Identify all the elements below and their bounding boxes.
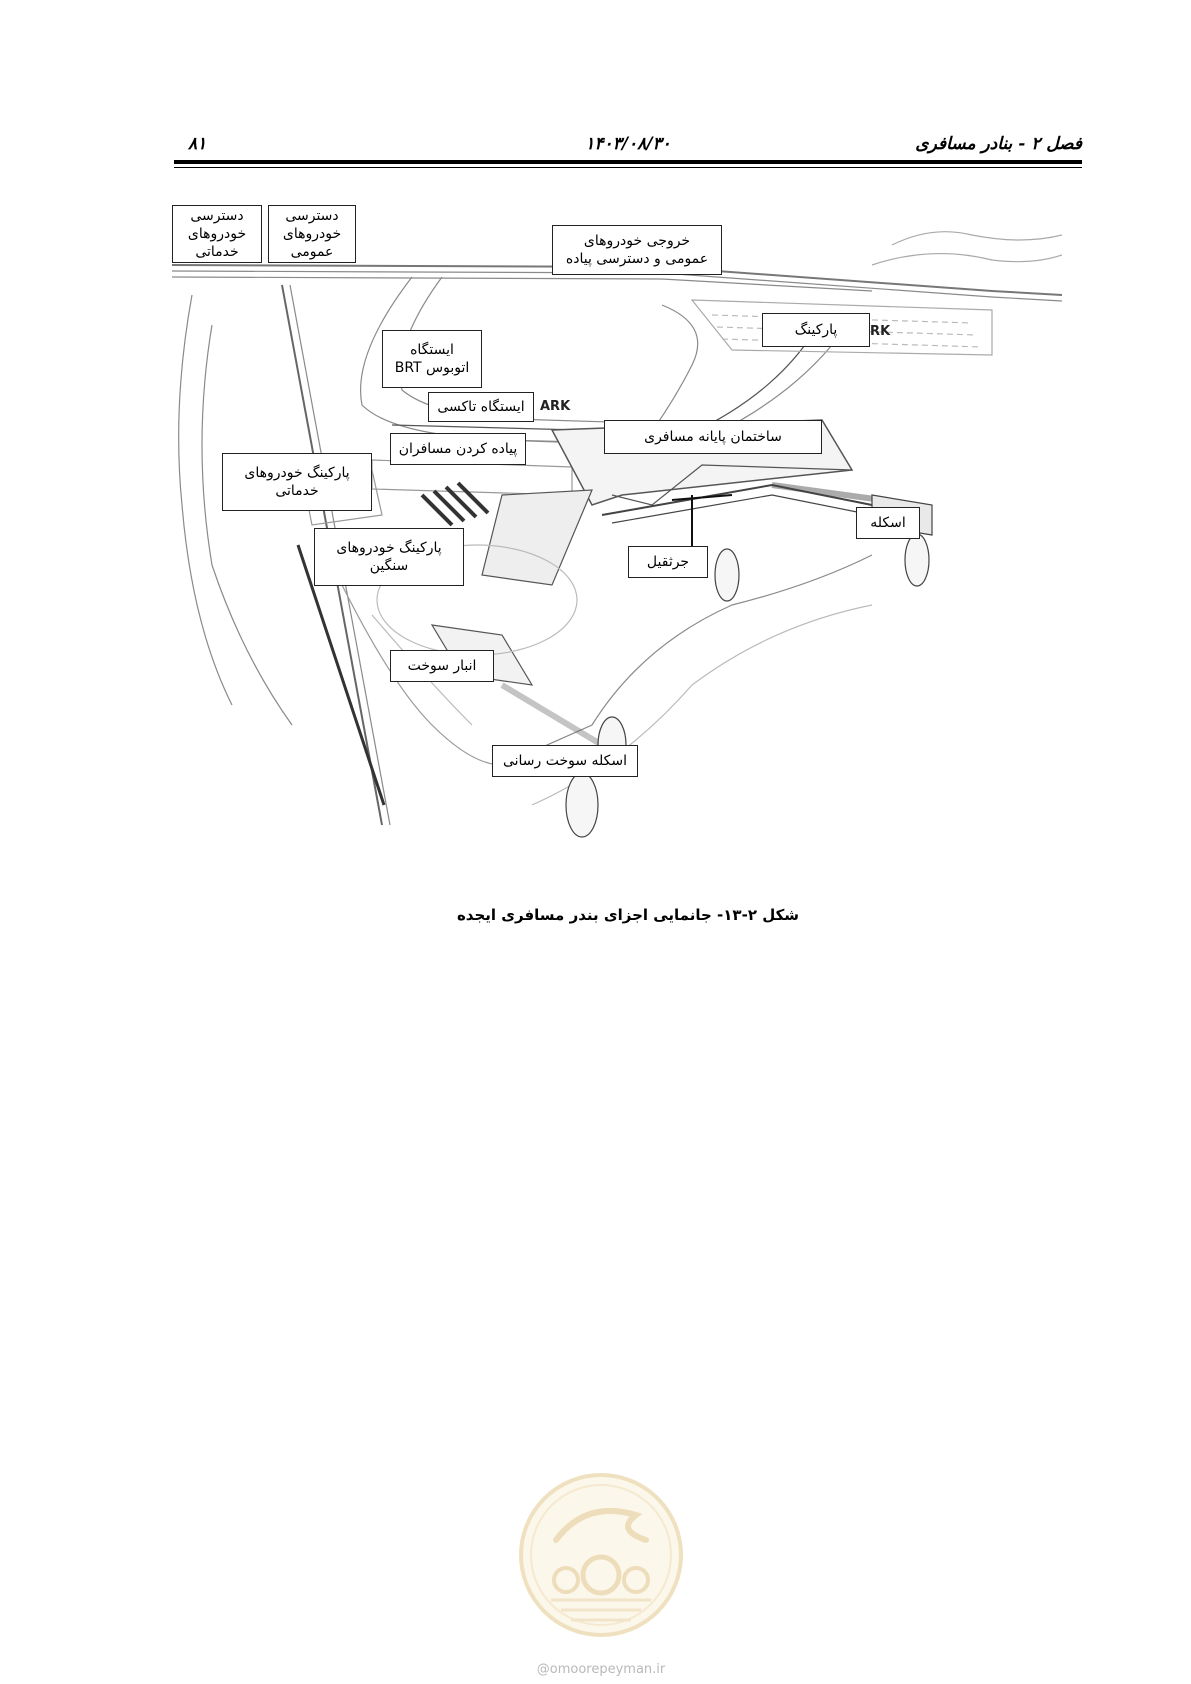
label-brt-station: ایستگاه اتوبوس BRT bbox=[382, 330, 482, 388]
label-fuel-pier: اسکله سوخت رسانی bbox=[492, 745, 638, 777]
label-service-parking: پارکینگ خودروهای خدماتی bbox=[222, 453, 372, 511]
page-number: ۸۱ bbox=[188, 134, 207, 154]
label-public-access: دسترسی خودروهای عمومی bbox=[268, 205, 356, 263]
label-fuel-storage: انبار سوخت bbox=[390, 650, 494, 682]
watermark-logo bbox=[519, 1473, 683, 1637]
label-exit: خروجی خودروهای عمومی و دسترسی پیاده bbox=[552, 225, 722, 275]
header-date: ۱۴۰۳/۰۸/۳۰ bbox=[585, 134, 671, 154]
label-dropoff: پیاده کردن مسافران bbox=[390, 433, 526, 465]
figure-caption: شکل ۲-۱۳- جانمایی اجزای بندر مسافری ایجد… bbox=[456, 906, 800, 924]
site-drawing: ARK ARK bbox=[172, 231, 1062, 838]
label-crane: جرثقیل bbox=[628, 546, 708, 578]
label-service-access: دسترسی خودروهای خدماتی bbox=[172, 205, 262, 263]
label-terminal: ساختمان پایانه مسافری bbox=[604, 420, 822, 454]
header-rule-thin bbox=[174, 167, 1082, 168]
header-rule-thick bbox=[174, 160, 1082, 164]
label-pier: اسکله bbox=[856, 507, 920, 539]
label-parking: پارکینگ bbox=[762, 313, 870, 347]
watermark-site: @omoorepeyman.ir bbox=[536, 1662, 666, 1677]
label-heavy-parking: پارکینگ خودروهای سنگین bbox=[314, 528, 464, 586]
sign-text-2: ARK bbox=[540, 399, 571, 414]
page-header: فصل ۲ - بنادر مسافری ۱۴۰۳/۰۸/۳۰ ۸۱ bbox=[174, 128, 1082, 172]
chapter-title: فصل ۲ - بنادر مسافری bbox=[915, 134, 1082, 154]
label-taxi-station: ایستگاه تاکسی bbox=[428, 392, 534, 422]
port-layout-figure: ARK ARK دسترسی خودروهای خدماتی دسترسی خو… bbox=[172, 205, 1062, 903]
